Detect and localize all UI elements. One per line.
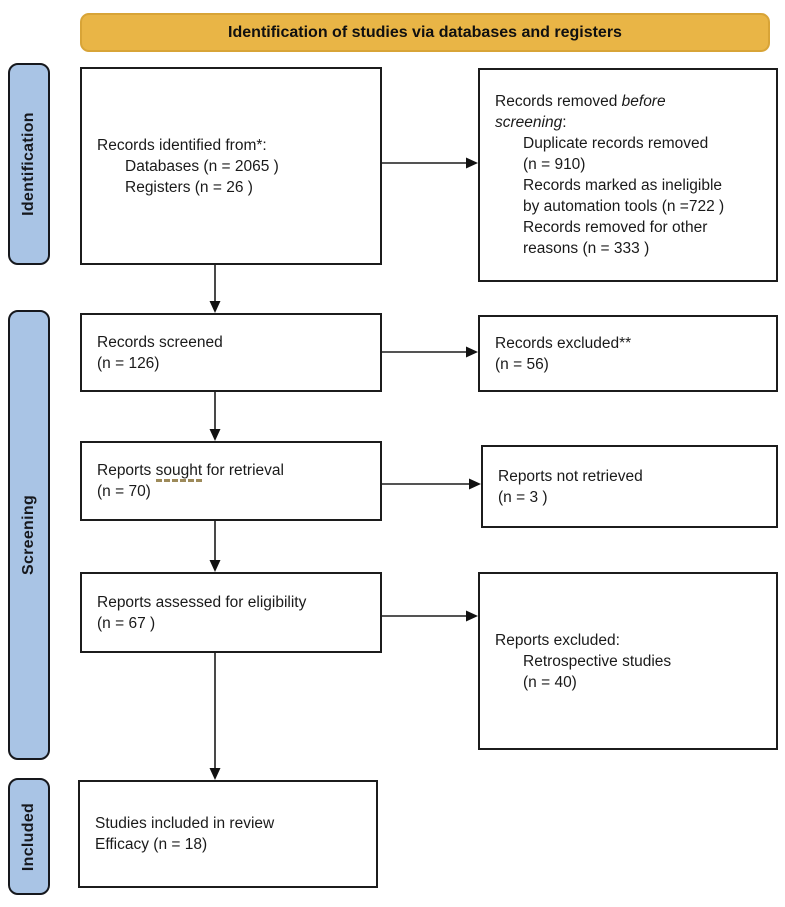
box-records-identified: Records identified from*: Databases (n =… [80, 67, 382, 265]
stage-label-screening-text: Screening [20, 494, 37, 576]
records-screened-title: Records screened [97, 333, 223, 351]
records-screened-count: (n = 126) [97, 354, 160, 372]
reports-excluded-reason: Retrospective studies [523, 652, 672, 670]
box-reports-not-retrieved: Reports not retrieved (n = 3 ) [481, 445, 778, 528]
records-removed-title-italic2: screening [495, 114, 563, 131]
reports-sought-post: for retrieval [202, 462, 284, 479]
reports-sought-pre: Reports [97, 462, 156, 479]
records-removed-other: Records removed for other [523, 219, 708, 236]
box-reports-sought: Reports sought for retrieval (n = 70) [80, 441, 382, 521]
stage-label-included: Included [8, 778, 50, 895]
records-identified-registers: Registers (n = 26 ) [125, 178, 253, 196]
arrow-sought-to-not-retrieved [382, 478, 481, 490]
box-studies-included: Studies included in review Efficacy (n =… [78, 780, 378, 888]
arrow-assessed-to-reports-excluded [382, 610, 478, 622]
studies-included-count: Efficacy (n = 18) [95, 836, 208, 853]
box-records-excluded: Records excluded** (n = 56) [478, 315, 778, 392]
box-records-removed-before-screening: Records removed before screening: Duplic… [478, 68, 778, 282]
records-removed-other-count: reasons (n = 333 ) [523, 240, 650, 257]
stage-label-screening: Screening [8, 310, 50, 760]
reports-assessed-title: Reports assessed for eligibility [97, 593, 307, 611]
records-removed-title-colon: : [562, 114, 567, 131]
studies-included-title: Studies included in review [95, 815, 275, 832]
arrow-identified-to-removed [382, 157, 478, 169]
reports-assessed-count: (n = 67 ) [97, 614, 156, 632]
box-reports-excluded: Reports excluded: Retrospective studies … [478, 572, 778, 750]
banner-identification-of-studies: Identification of studies via databases … [80, 13, 770, 52]
reports-sought-count: (n = 70) [97, 483, 151, 500]
records-removed-title-normal: Records removed [495, 93, 622, 110]
box-records-screened: Records screened (n = 126) [80, 313, 382, 392]
records-removed-duplicate: Duplicate records removed [523, 135, 709, 152]
records-removed-ineligible-count: by automation tools (n =722 ) [523, 198, 725, 215]
records-excluded-title: Records excluded** [495, 334, 632, 352]
reports-sought-word-spellcheck: sought [155, 462, 203, 482]
records-removed-ineligible: Records marked as ineligible [523, 177, 723, 194]
arrow-screened-to-sought [209, 392, 221, 441]
records-removed-title-line2: screening: [495, 112, 724, 133]
records-identified-title: Records identified from*: [97, 136, 267, 154]
arrow-identified-to-screened [209, 265, 221, 313]
records-excluded-count: (n = 56) [495, 355, 549, 373]
reports-not-retrieved-count: (n = 3 ) [498, 488, 548, 506]
reports-sought-title: Reports sought for retrieval [97, 460, 284, 482]
reports-not-retrieved-title: Reports not retrieved [498, 467, 643, 485]
stage-label-included-text: Included [20, 802, 37, 871]
reports-excluded-count: (n = 40) [523, 673, 577, 691]
records-identified-databases: Databases (n = 2065 ) [125, 157, 279, 175]
records-removed-title-italic: before [621, 93, 666, 110]
box-reports-assessed: Reports assessed for eligibility (n = 67… [80, 572, 382, 653]
records-removed-duplicate-count: (n = 910) [523, 156, 586, 173]
arrow-screened-to-excluded [382, 346, 478, 358]
reports-excluded-title: Reports excluded: [495, 631, 620, 649]
banner-label: Identification of studies via databases … [228, 23, 622, 41]
records-removed-title-line1: Records removed before [495, 91, 724, 112]
stage-label-identification: Identification [8, 63, 50, 265]
arrow-assessed-to-included [209, 653, 221, 780]
stage-label-identification-text: Identification [20, 112, 38, 216]
arrow-sought-to-assessed [209, 521, 221, 572]
